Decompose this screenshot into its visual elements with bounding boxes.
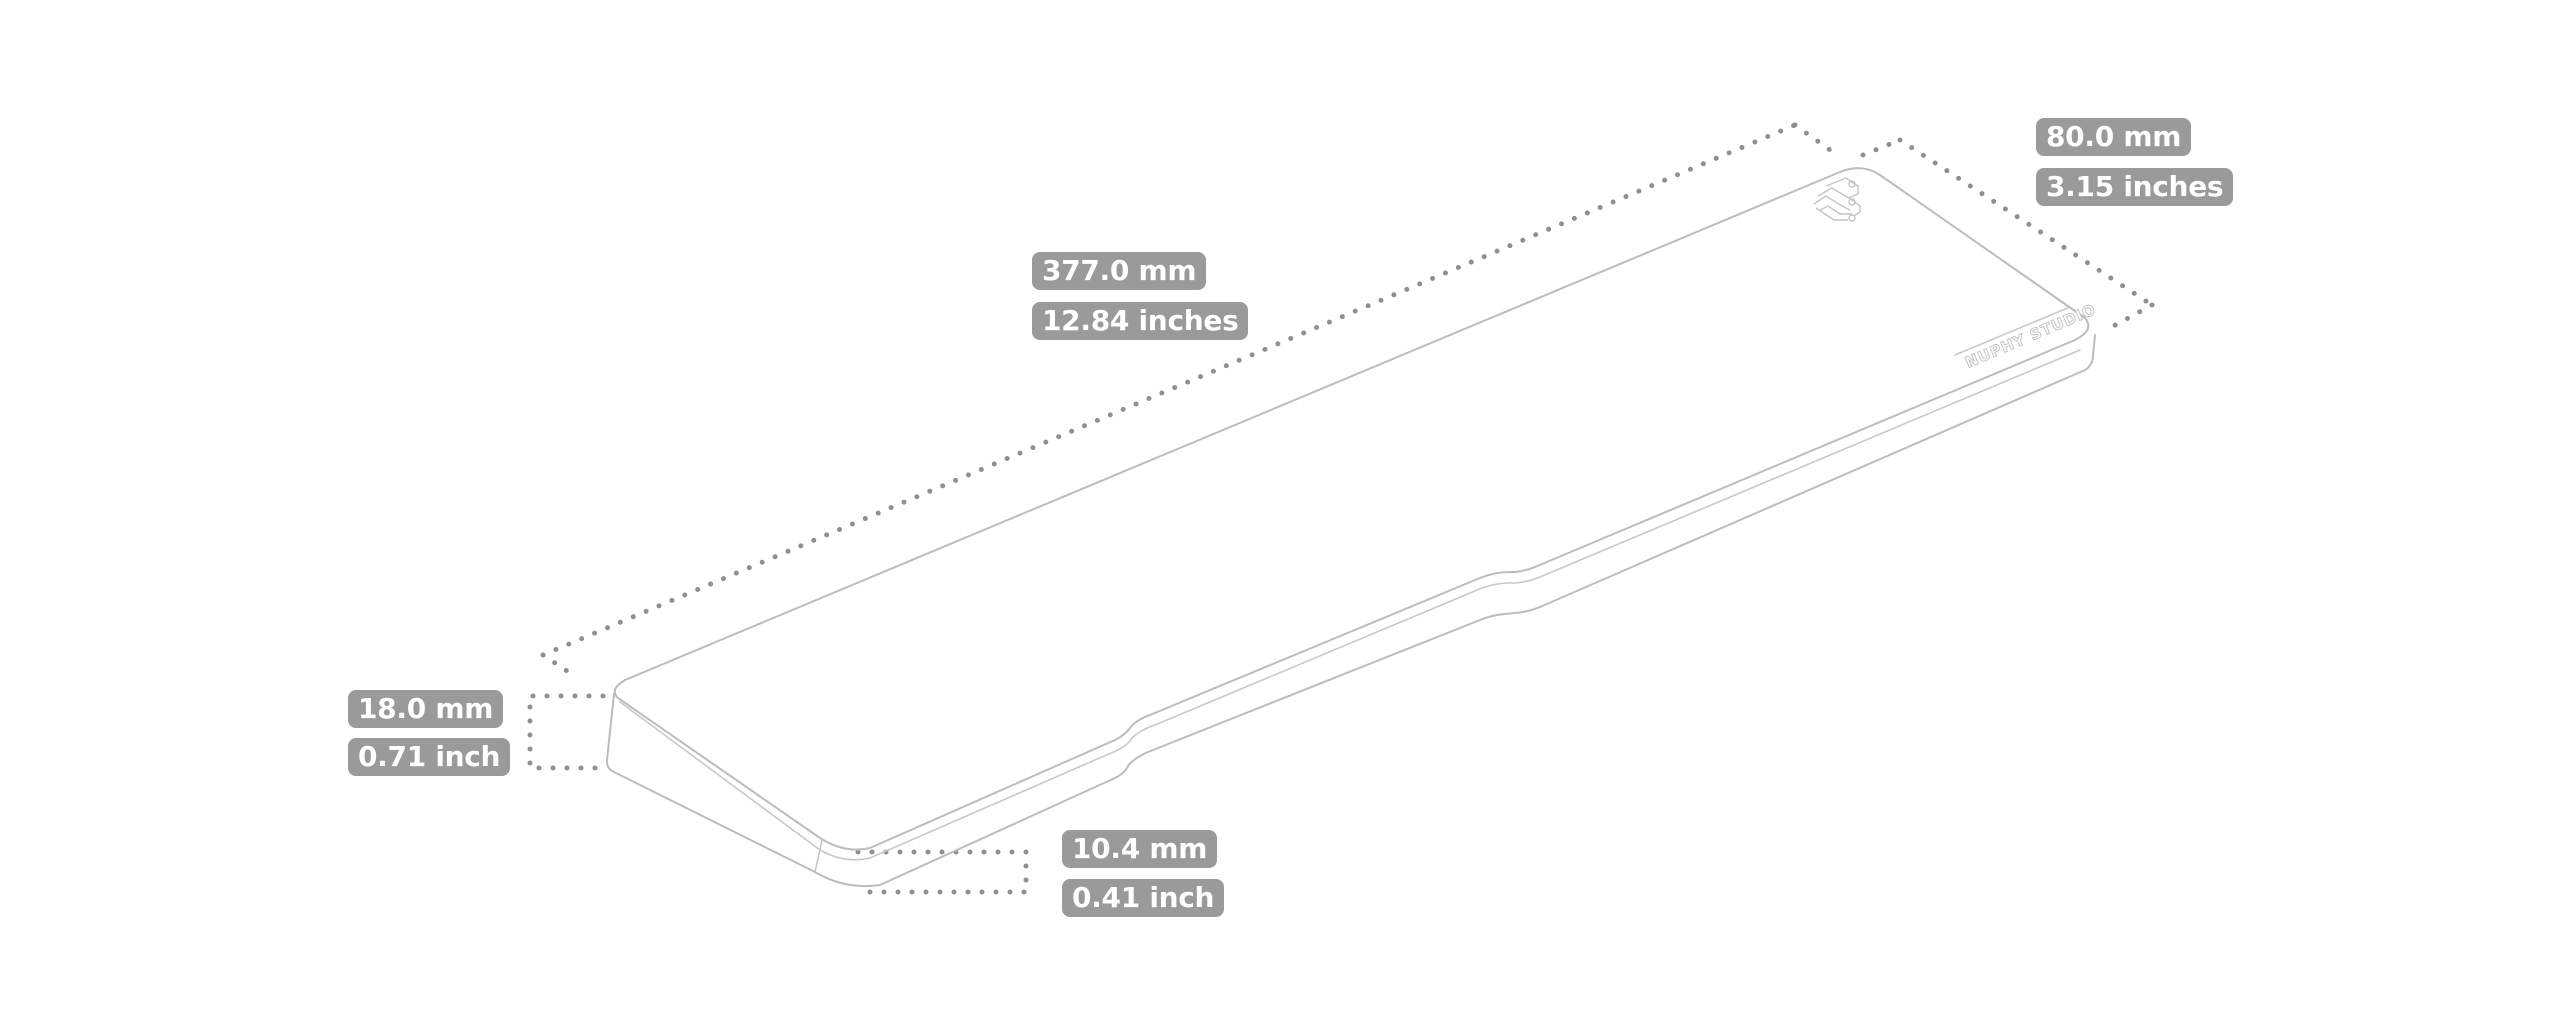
length-dimension-line — [540, 122, 1833, 676]
back-height-mm-label: 18.0 mm — [348, 690, 504, 728]
front-height-inches-label: 0.41 inch — [1062, 879, 1225, 917]
back-height-inches-label: 0.71 inch — [348, 738, 511, 776]
wrist-rest-outline — [605, 167, 2096, 888]
brand-text: NUPHY STUDIO — [1963, 300, 2099, 371]
length-mm-label: 377.0 mm — [1032, 252, 1207, 290]
width-mm-label: 80.0 mm — [2036, 118, 2192, 156]
width-dimension-line — [1860, 137, 2155, 331]
back-height-dimension-line — [527, 693, 606, 771]
front-height-mm-label: 10.4 mm — [1062, 830, 1218, 868]
width-inches-label: 3.15 inches — [2036, 168, 2234, 206]
nuphy-circuit-logo-icon — [1813, 177, 1861, 222]
front-height-dimension-line — [855, 849, 1029, 895]
length-inches-label: 12.84 inches — [1032, 302, 1249, 340]
